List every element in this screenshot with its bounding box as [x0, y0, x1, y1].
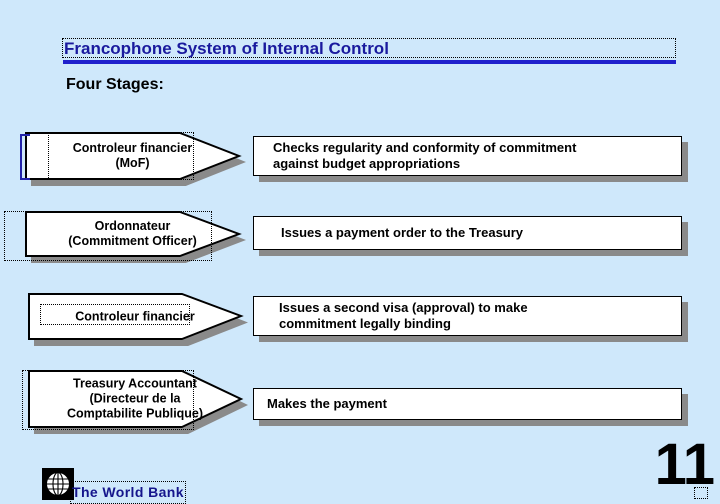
stage-desc-text-4: Makes the payment	[267, 396, 387, 411]
stage-desc-box-2-frame	[253, 216, 682, 250]
stage-desc-text-3: Issues a second visa (approval) to make …	[279, 300, 528, 331]
stage-arrow-2: Ordonnateur (Commitment Officer)	[25, 211, 246, 263]
footer-organization-label: The World Bank	[72, 484, 184, 500]
stage-desc-box-4-frame	[253, 388, 682, 420]
stage-arrow-4-outline	[28, 370, 242, 428]
stage-arrow-2-outline	[25, 211, 240, 257]
stage-desc-box-1-frame	[253, 136, 682, 176]
stage-desc-box-3: Issues a second visa (approval) to make …	[253, 296, 688, 342]
stage-arrow-2-label: Ordonnateur (Commitment Officer)	[68, 219, 197, 248]
stage-2-text-placeholder	[4, 211, 212, 261]
stage-3-text-placeholder	[40, 304, 190, 325]
stage-desc-box-4: Makes the payment	[253, 388, 688, 426]
title-underline-rule	[63, 60, 676, 64]
page-title: Francophone System of Internal Control	[64, 39, 389, 58]
stage-arrow-1-label: Controleur financier (MoF)	[72, 141, 193, 170]
stage-desc-box-2: Issues a payment order to the Treasury	[253, 216, 688, 256]
stage-arrow-4: Treasury Accountant (Directeur de la Com…	[28, 370, 248, 434]
stage-desc-text-2: Issues a payment order to the Treasury	[281, 225, 524, 240]
stage-arrow-3-outline	[28, 293, 242, 340]
stage-desc-box-3-frame	[253, 296, 682, 336]
stage-desc-text-1: Checks regularity and conformity of comm…	[273, 140, 577, 171]
stage-4-text-placeholder	[22, 370, 194, 430]
stage-desc-box-1: Checks regularity and conformity of comm…	[253, 136, 688, 182]
page-number: 11	[654, 432, 715, 497]
globe-icon	[42, 468, 74, 500]
stage-arrow-3: Controleur financier	[28, 293, 248, 346]
stage-1-selection-bracket	[20, 134, 30, 180]
stage-arrow-3-label: Controleur financier	[75, 309, 195, 323]
stage-arrow-1: Controleur financier (MoF)	[25, 132, 246, 186]
subtitle: Four Stages:	[66, 76, 164, 93]
stage-arrow-4-label: Treasury Accountant (Directeur de la Com…	[66, 376, 204, 421]
stage-arrow-1-outline	[25, 132, 240, 180]
stage-1-text-placeholder	[48, 132, 194, 180]
page-number-placeholder	[694, 487, 708, 499]
title-placeholder-outline	[62, 38, 676, 58]
